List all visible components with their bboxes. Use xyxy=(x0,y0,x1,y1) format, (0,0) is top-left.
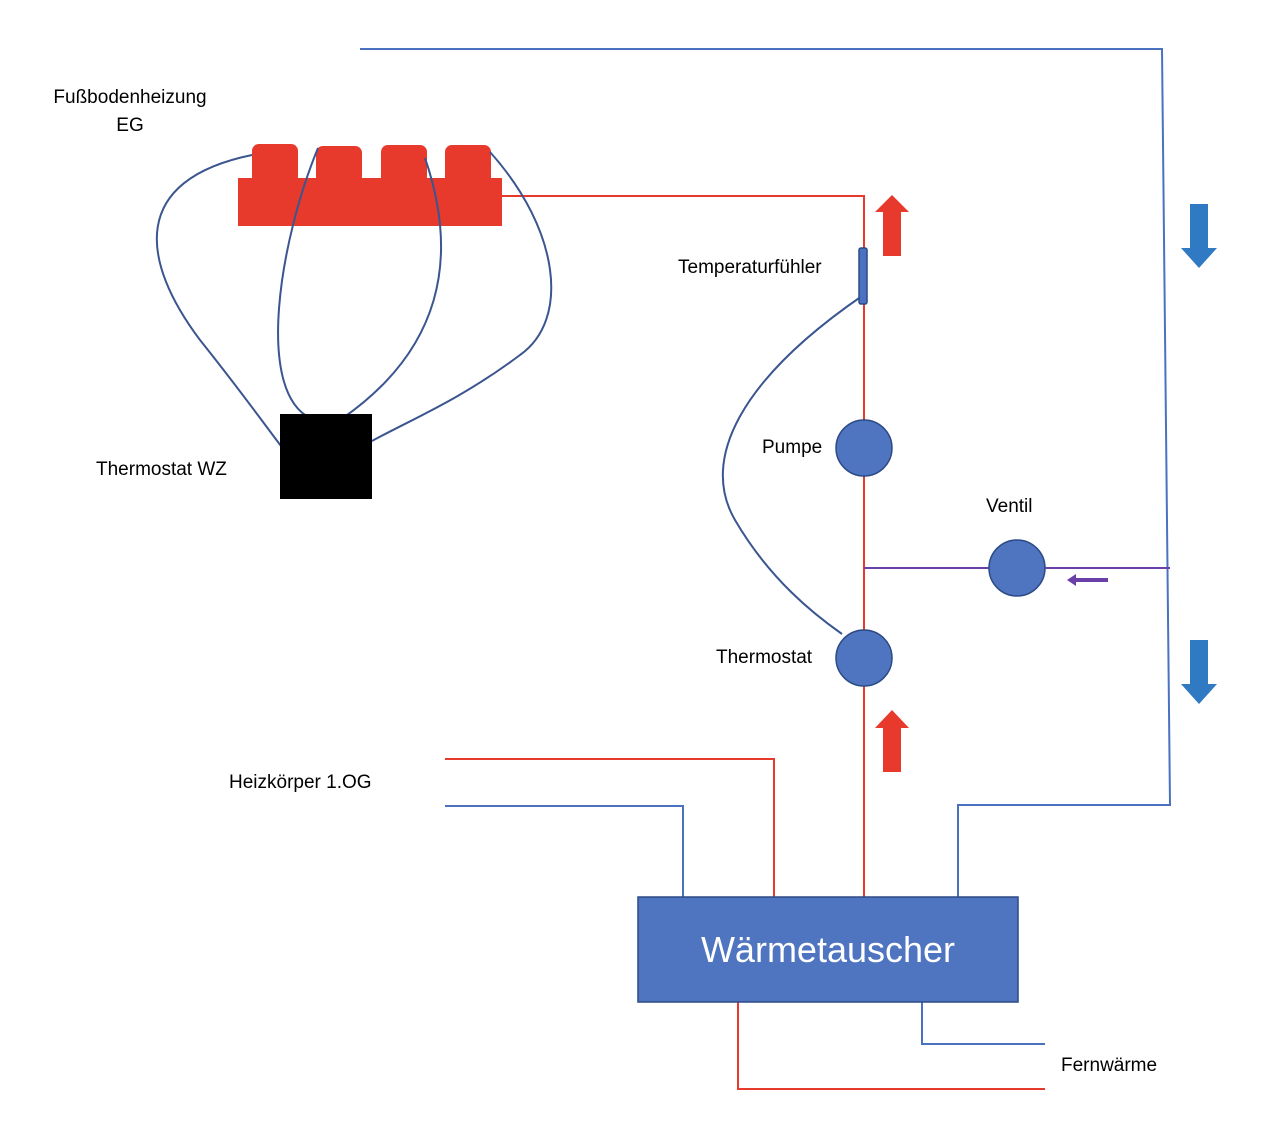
thermostat-circle xyxy=(835,629,893,687)
flow-arrow-up-icon xyxy=(875,710,909,772)
flow-arrow-down-icon xyxy=(1181,204,1217,268)
pump-label: Pumpe xyxy=(762,437,823,458)
temperature-sensor-label: Temperaturfühler xyxy=(678,257,822,278)
district-supply-pipe xyxy=(737,1002,1045,1090)
return-pipe-top xyxy=(360,48,1172,897)
flow-arrow-down-icon xyxy=(1181,640,1217,704)
district-return-pipe xyxy=(921,1002,1045,1045)
radiator-label: Heizkörper 1.OG xyxy=(229,772,372,793)
thermostat-wz-box xyxy=(280,414,372,499)
pump-circle xyxy=(835,419,893,477)
thermostat-wz-wires xyxy=(155,147,553,447)
radiator-supply-pipe xyxy=(445,758,775,897)
valve-label: Ventil xyxy=(986,496,1033,517)
floor-heating-manifold xyxy=(238,144,502,226)
heat-exchanger-box xyxy=(637,896,1019,1003)
temperature-sensor xyxy=(858,247,868,305)
floor-heating-label: Fußbodenheizung EG xyxy=(53,87,207,136)
radiator-return-pipe xyxy=(445,805,684,897)
supply-pipe-floor xyxy=(502,195,865,897)
district-heating-label: Fernwärme xyxy=(1061,1055,1158,1076)
flow-arrow-up-icon xyxy=(875,195,909,256)
heat-exchanger-label: Wärmetauscher xyxy=(700,928,956,970)
flow-arrow-left-icon xyxy=(1067,574,1108,586)
thermostat-wz-label: Thermostat WZ xyxy=(96,459,227,480)
thermostat-label: Thermostat xyxy=(716,647,813,668)
valve-circle xyxy=(988,539,1046,597)
sensor-wire xyxy=(721,295,863,635)
